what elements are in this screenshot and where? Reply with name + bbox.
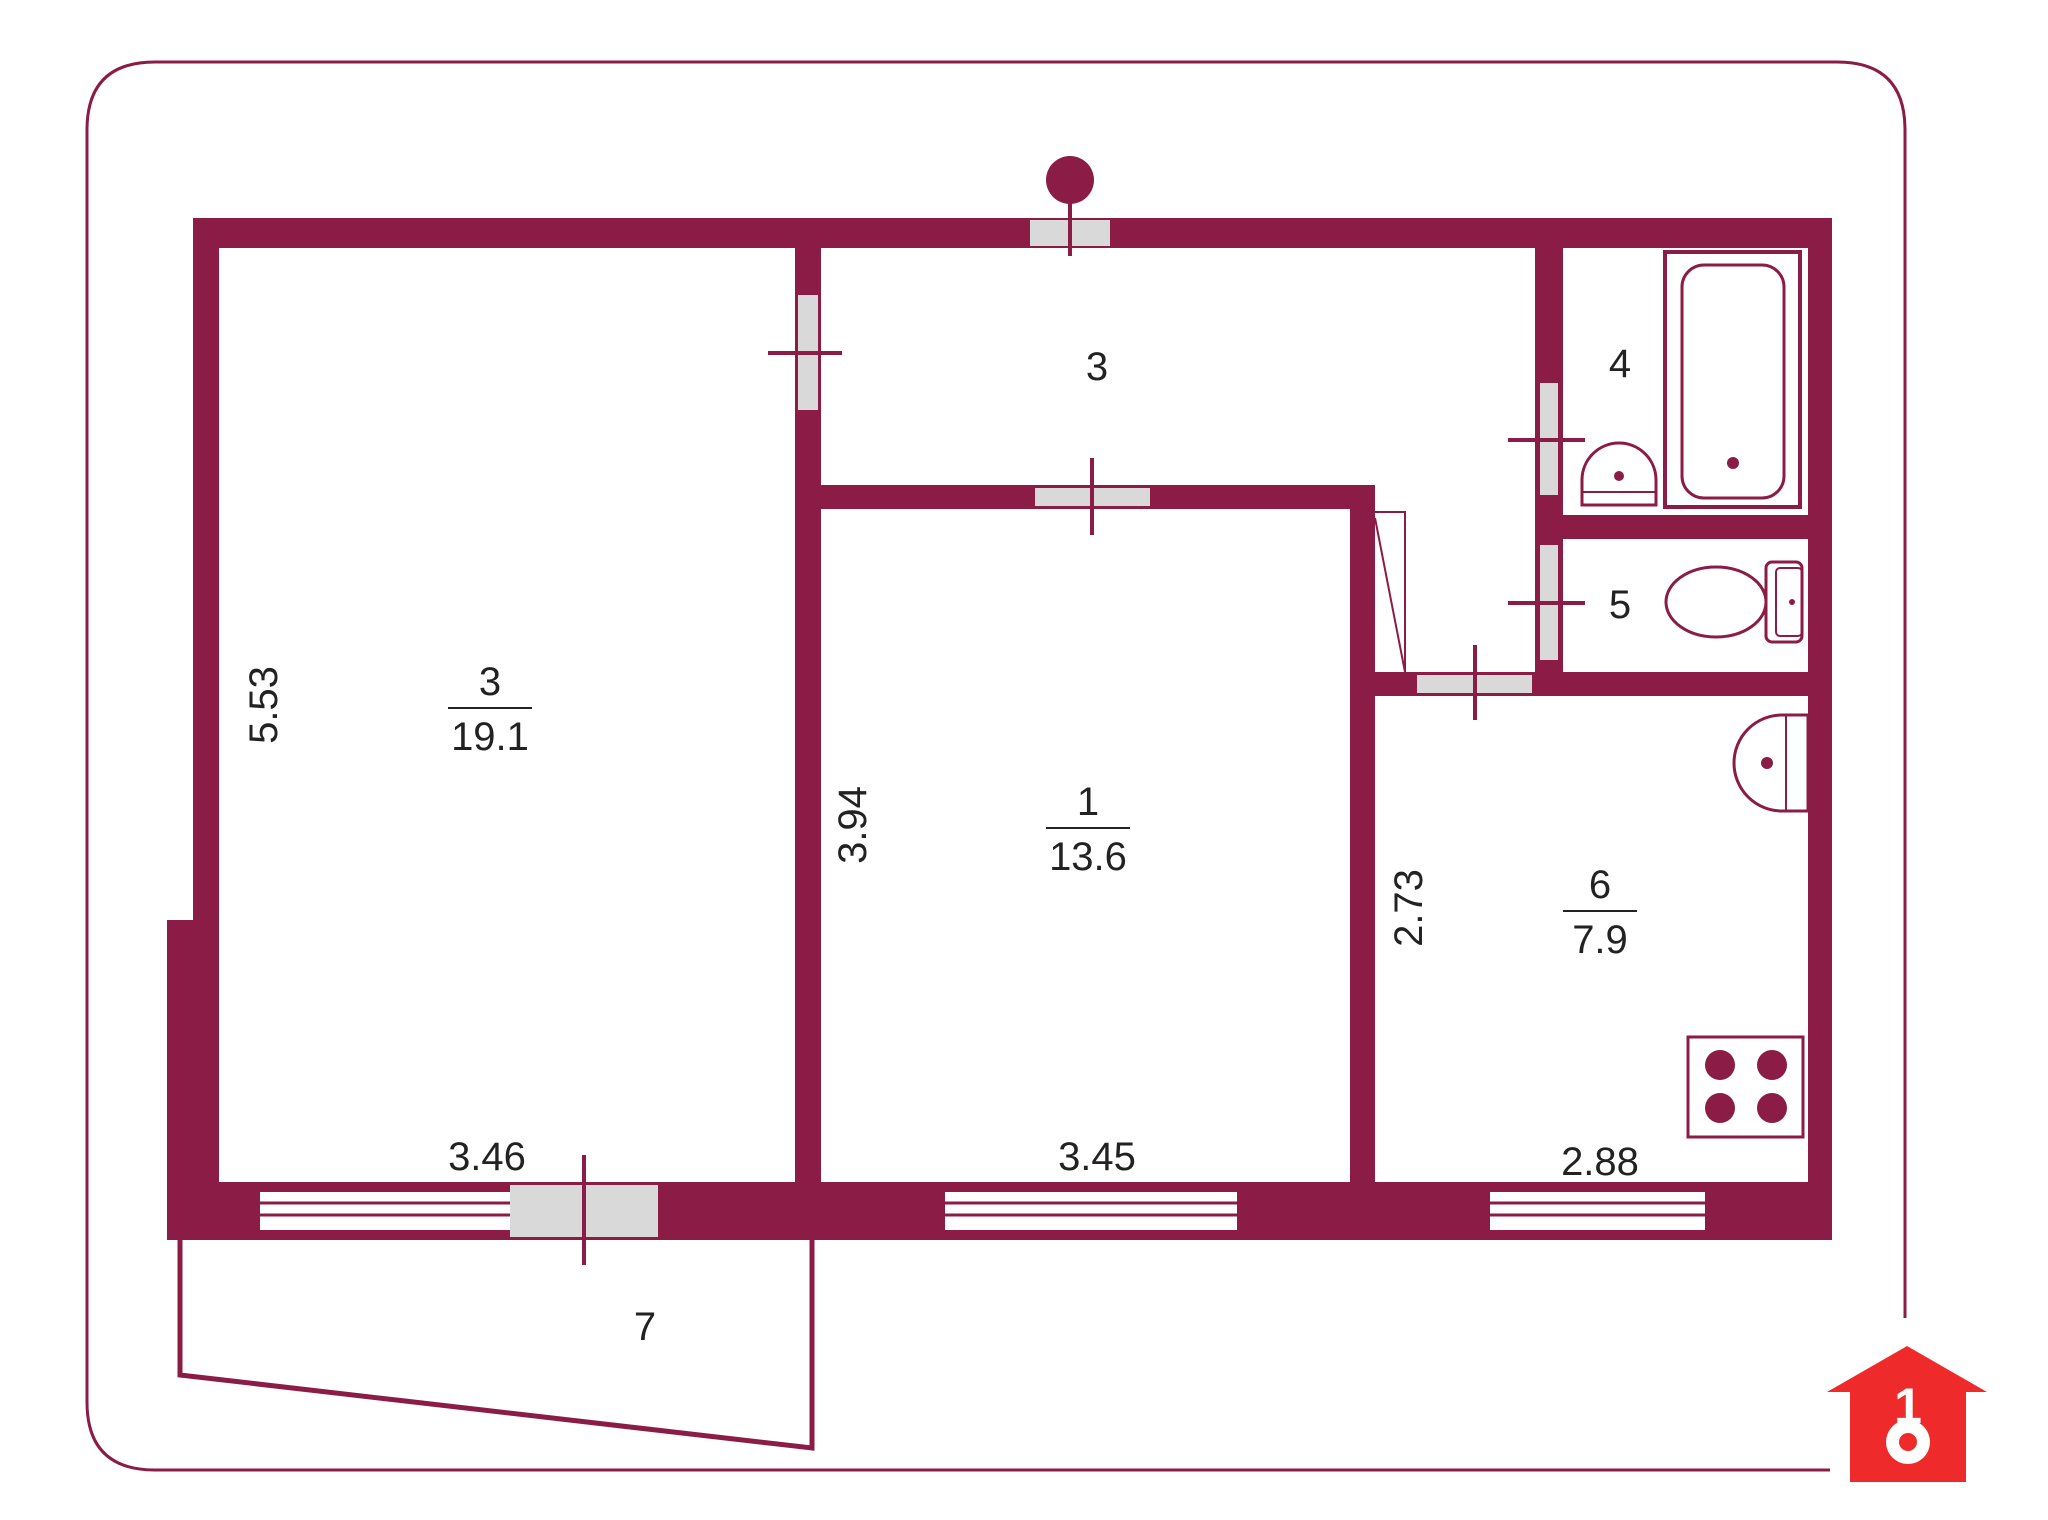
window-left-room xyxy=(260,1192,510,1230)
stove-icon xyxy=(1686,1035,1805,1139)
window-middle-room xyxy=(945,1192,1237,1230)
dimension-kitchen-width: 2.88 xyxy=(1561,1140,1639,1184)
room-area: 19.1 xyxy=(451,715,529,759)
room-label-left: 3 19.1 xyxy=(448,660,532,759)
doors xyxy=(510,156,1585,1265)
bathtub-icon xyxy=(1663,250,1802,509)
room-label-bathroom: 4 xyxy=(1609,342,1631,386)
room-area: 13.6 xyxy=(1049,835,1127,879)
room-area: 7.9 xyxy=(1572,918,1628,962)
entrance-marker-icon xyxy=(1046,156,1094,204)
walls xyxy=(167,218,1832,1240)
windows xyxy=(260,1192,1705,1230)
room-label-balcony: 7 xyxy=(634,1305,656,1349)
room-number: 3 xyxy=(479,660,501,704)
window-kitchen xyxy=(1490,1192,1705,1230)
toilet-icon xyxy=(1664,560,1804,644)
room-label-middle: 1 13.6 xyxy=(1046,780,1130,879)
dimension-left-width: 3.46 xyxy=(448,1135,526,1179)
dimension-kitchen-height: 2.73 xyxy=(1387,869,1431,947)
room-number: 6 xyxy=(1589,863,1611,907)
balcony-outline xyxy=(177,1240,815,1451)
washbasin-icon xyxy=(1580,441,1658,507)
dimension-middle-width: 3.45 xyxy=(1058,1135,1136,1179)
room-label-kitchen: 6 7.9 xyxy=(1563,863,1637,962)
dimension-left-height: 5.53 xyxy=(242,666,286,744)
room-label-toilet: 5 xyxy=(1609,583,1631,627)
house-key-icon: 1 xyxy=(1827,1346,1987,1482)
dimension-middle-height: 3.94 xyxy=(831,786,875,864)
room-label-hall: 3 xyxy=(1086,345,1108,389)
logo-digit: 1 xyxy=(1894,1378,1922,1434)
room-number: 1 xyxy=(1077,780,1099,824)
kitchen-sink-icon xyxy=(1732,713,1810,813)
site-boundary xyxy=(85,60,1907,1472)
hall-closet xyxy=(1374,511,1406,673)
